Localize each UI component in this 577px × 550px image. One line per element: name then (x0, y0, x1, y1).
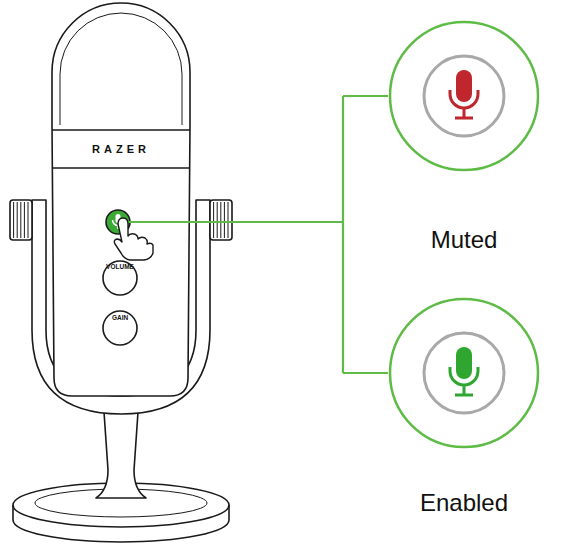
stand-neck (96, 412, 146, 498)
state-label: Enabled (384, 489, 544, 517)
status-circle: Enabled (384, 297, 544, 517)
volume-knob (103, 261, 137, 295)
knob-ridge (20, 202, 21, 238)
brand-logo: RAZER (92, 143, 150, 155)
leader-lines (128, 96, 388, 373)
circle-outline (388, 297, 540, 449)
microphone-icon (450, 347, 478, 395)
control-label: VOLUME (106, 263, 134, 270)
icon-ring (424, 56, 504, 136)
circle-border (390, 22, 538, 170)
grille-band-line (52, 129, 190, 131)
knob-ridge (17, 202, 18, 238)
knob-ridge (228, 202, 229, 238)
knob-ridge (24, 202, 25, 238)
pointing-hand (114, 218, 153, 260)
left-knob (10, 200, 32, 240)
knob-ridge (220, 202, 221, 238)
grille-outline (60, 13, 182, 125)
knob-ridge (217, 202, 218, 238)
icon-ring (424, 333, 504, 413)
knob-ridge (13, 202, 14, 238)
microphone-body (52, 3, 190, 396)
knob-ridge (224, 202, 225, 238)
right-knob (210, 200, 232, 240)
control-label: GAIN (112, 314, 128, 321)
circle-outline (388, 20, 540, 172)
grille-band-line (52, 167, 190, 169)
knob-ridge (28, 202, 29, 238)
state-label: Muted (384, 226, 544, 254)
microphone-icon (450, 70, 478, 118)
circle-border (390, 299, 538, 447)
gain-knob (103, 311, 137, 345)
knob-ridge (213, 202, 214, 238)
status-circle: Muted (384, 20, 544, 254)
